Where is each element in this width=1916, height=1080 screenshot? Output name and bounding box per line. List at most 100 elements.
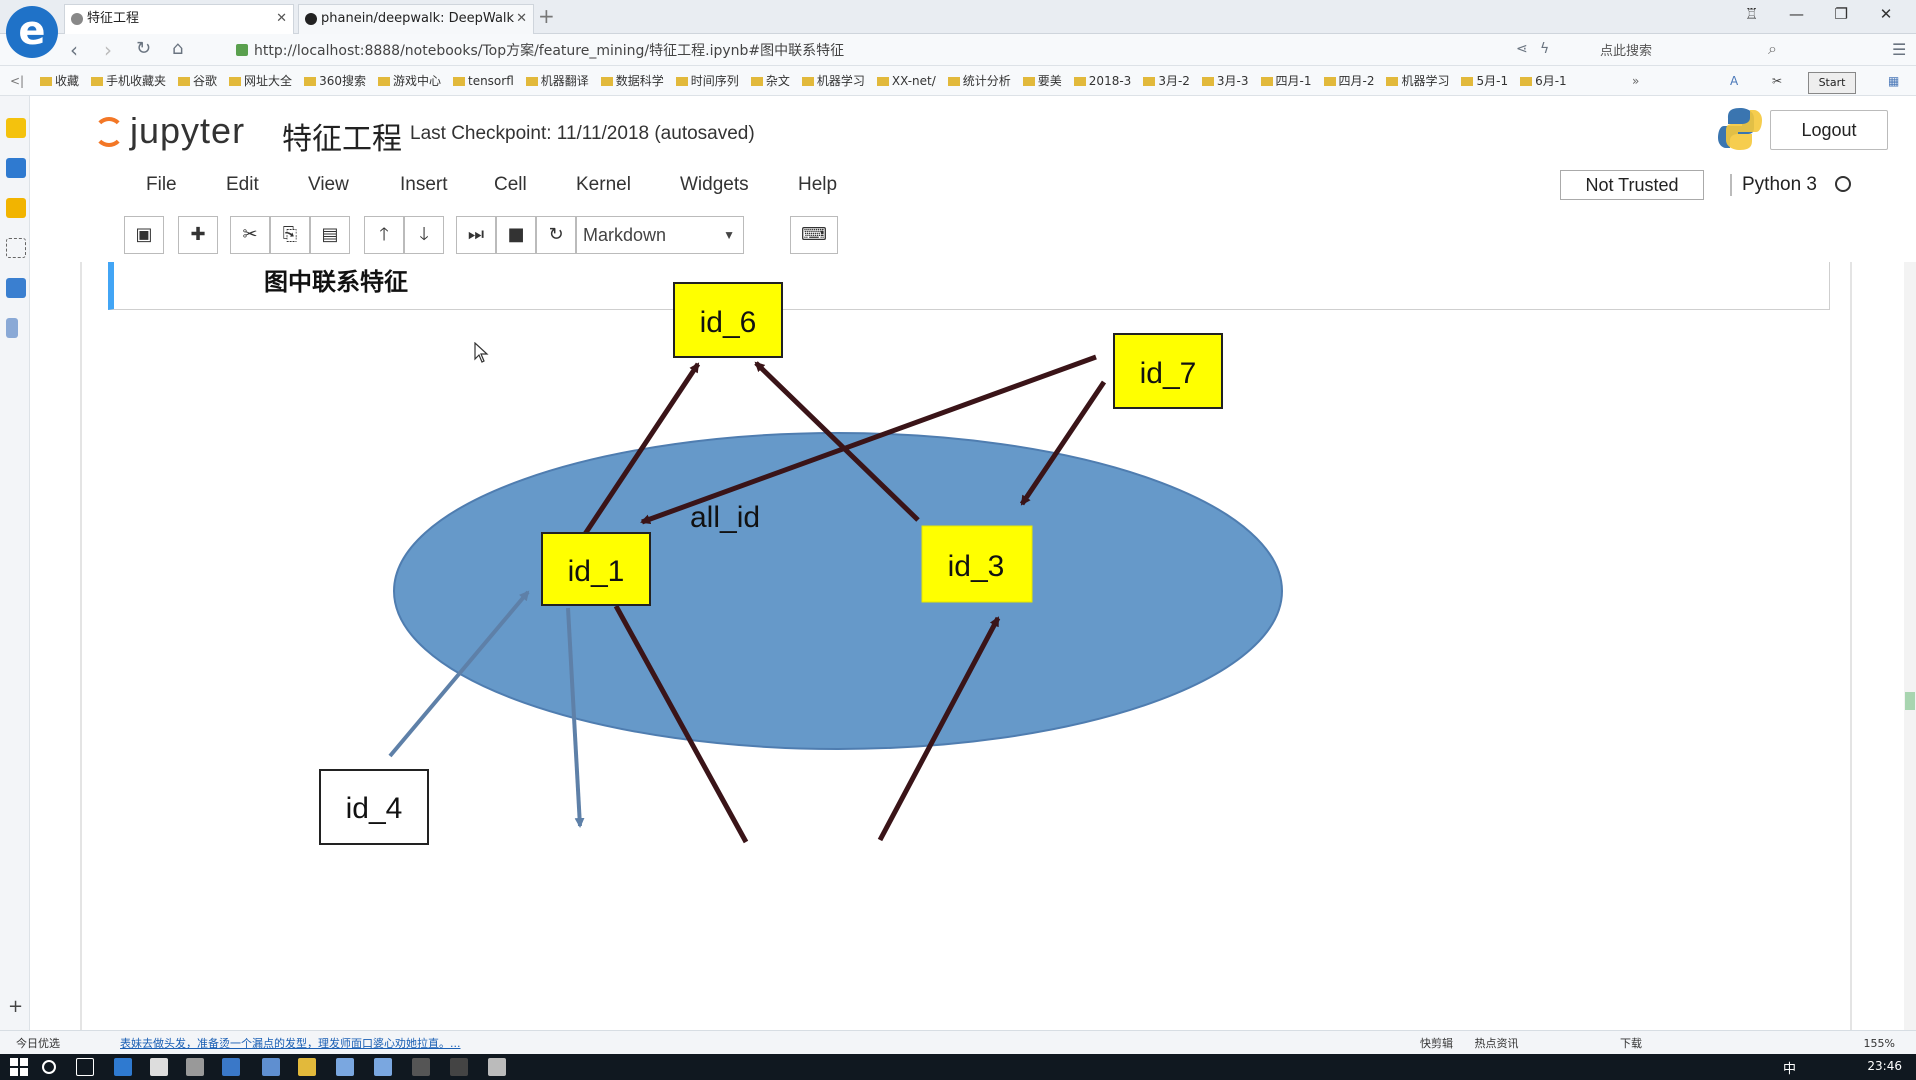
shirt-icon[interactable]: ♖ — [1744, 5, 1759, 23]
sidebar-toggle-icon[interactable]: <| — [10, 74, 25, 88]
status-today-pick[interactable]: 今日优选 — [16, 1037, 60, 1050]
bookmark-item[interactable]: 谷歌 — [178, 66, 217, 95]
app-icon[interactable] — [450, 1058, 468, 1076]
mail-icon[interactable] — [6, 238, 26, 258]
windows-start-icon[interactable] — [10, 1058, 28, 1076]
vertical-scrollbar[interactable] — [1904, 262, 1916, 1040]
menu-cell[interactable]: Cell — [494, 174, 527, 195]
browser-logo-icon[interactable]: e — [6, 6, 58, 58]
reload-icon[interactable]: ↻ — [136, 38, 152, 59]
bookmark-item[interactable]: 3月-3 — [1201, 66, 1249, 95]
move-down-button[interactable]: 🡓 — [404, 216, 444, 254]
bookmark-item[interactable]: 四月-2 — [1323, 66, 1374, 95]
restore-button[interactable]: ❐ — [1834, 5, 1848, 23]
start-button[interactable]: Start — [1808, 72, 1856, 94]
status-hot-news[interactable]: 热点资讯 — [1474, 1037, 1519, 1050]
bookmark-item[interactable]: 360搜索 — [304, 66, 366, 95]
notebook-title[interactable]: 特征工程 — [282, 122, 402, 157]
terminal-icon[interactable] — [412, 1058, 430, 1076]
bookmark-item[interactable]: 时间序列 — [675, 66, 739, 95]
bookmark-item[interactable]: 收藏 — [40, 66, 79, 95]
menu-icon[interactable]: ☰ — [1892, 40, 1907, 59]
restart-button[interactable]: ↻ — [536, 216, 576, 254]
tab-deepwalk[interactable]: phanein/deepwalk: DeepWalk ✕ — [298, 4, 534, 34]
share-icon[interactable]: ⋖ — [1516, 41, 1528, 57]
menu-file[interactable]: File — [146, 174, 177, 195]
bookmark-item[interactable]: 杂文 — [750, 66, 790, 95]
browser-task-icon[interactable] — [262, 1058, 280, 1076]
close-window-button[interactable]: ✕ — [1879, 5, 1893, 23]
app-icon[interactable] — [222, 1058, 240, 1076]
translate-icon[interactable]: A — [1730, 74, 1739, 88]
bookmark-item[interactable]: 游戏中心 — [377, 66, 441, 95]
bookmark-item[interactable]: 统计分析 — [947, 66, 1011, 95]
minimize-button[interactable]: — — [1788, 5, 1804, 23]
news-icon[interactable] — [6, 158, 26, 178]
bookmark-item[interactable]: 网址大全 — [229, 66, 292, 95]
insert-cell-button[interactable]: ✚ — [178, 216, 218, 254]
run-button[interactable]: ⏭ — [456, 216, 496, 254]
menu-insert[interactable]: Insert — [400, 174, 448, 195]
new-tab-button[interactable]: + — [538, 4, 555, 28]
bookmark-item[interactable]: 5月-1 — [1461, 66, 1508, 95]
bookmark-item[interactable]: 机器翻译 — [525, 66, 589, 95]
tools-icon[interactable]: ✂ — [1772, 74, 1783, 88]
window-icon[interactable] — [374, 1058, 392, 1076]
bookmark-item[interactable]: 要美 — [1022, 66, 1062, 95]
status-news-link[interactable]: 表妹去做头发，准备烫一个漏点的发型，理发师面口婆心劝她拉直。... — [120, 1037, 461, 1050]
command-palette-button[interactable]: ⌨ — [790, 216, 838, 254]
search-hint[interactable]: 点此搜索 — [1600, 44, 1653, 59]
menu-widgets[interactable]: Widgets — [680, 174, 749, 195]
save-button[interactable]: ▣ — [124, 216, 164, 254]
menu-help[interactable]: Help — [798, 174, 838, 195]
interrupt-button[interactable]: ■ — [496, 216, 536, 254]
edge-icon[interactable] — [114, 1058, 132, 1076]
status-zoom[interactable]: 155% — [1863, 1037, 1895, 1050]
favorites-icon[interactable] — [6, 118, 26, 138]
url-input[interactable]: http://localhost:8888/notebooks/Top方案/fe… — [236, 40, 1486, 62]
mail-icon[interactable] — [186, 1058, 204, 1076]
close-icon[interactable]: ✕ — [276, 11, 287, 26]
back-icon[interactable]: ‹ — [70, 38, 78, 62]
note-icon[interactable] — [6, 318, 18, 338]
bookmark-item[interactable]: 3月-2 — [1143, 66, 1190, 95]
bookmark-item[interactable]: XX-net/ — [876, 66, 936, 95]
close-icon[interactable]: ✕ — [516, 11, 527, 26]
scrollbar-thumb[interactable] — [1905, 692, 1915, 710]
search-icon[interactable] — [42, 1060, 56, 1074]
tab-notebook[interactable]: 特征工程 ✕ — [64, 4, 294, 34]
bookmark-item[interactable]: 6月-1 — [1520, 66, 1567, 95]
task-view-icon[interactable] — [76, 1058, 94, 1076]
weibo-icon[interactable] — [6, 198, 26, 218]
bookmark-item[interactable]: 四月-1 — [1260, 66, 1312, 95]
search-icon[interactable]: ⌕ — [1768, 39, 1777, 58]
cell-type-select[interactable]: Markdown▼ — [576, 216, 744, 254]
menu-kernel[interactable]: Kernel — [576, 174, 631, 195]
grid-icon[interactable]: ▦ — [1888, 74, 1900, 88]
markdown-cell[interactable] — [108, 262, 1830, 310]
more-bookmarks-icon[interactable]: » — [1632, 74, 1640, 88]
logout-button[interactable]: Logout — [1770, 110, 1888, 150]
menu-edit[interactable]: Edit — [226, 174, 259, 195]
app-icon[interactable] — [488, 1058, 506, 1076]
video-icon[interactable] — [6, 278, 26, 298]
lightning-icon[interactable]: ϟ — [1540, 41, 1550, 57]
copy-button[interactable]: ⎘ — [270, 216, 310, 254]
home-icon[interactable]: ⌂ — [172, 38, 184, 59]
cut-button[interactable]: ✂ — [230, 216, 270, 254]
bookmark-item[interactable]: 机器学习 — [801, 66, 865, 95]
bookmark-item[interactable]: 数据科学 — [600, 66, 664, 95]
jupyter-logo[interactable]: jupyter — [94, 110, 245, 152]
move-up-button[interactable]: 🡑 — [364, 216, 404, 254]
store-icon[interactable] — [150, 1058, 168, 1076]
ime-indicator[interactable]: 中 — [1782, 1062, 1796, 1077]
status-download[interactable]: 下载 — [1620, 1037, 1642, 1050]
bookmark-item[interactable]: tensorfl — [452, 66, 514, 95]
bookmark-item[interactable]: 2018-3 — [1073, 66, 1131, 95]
explorer-icon[interactable] — [298, 1058, 316, 1076]
paste-button[interactable]: ▤ — [310, 216, 350, 254]
bookmark-item[interactable]: 机器学习 — [1386, 66, 1449, 95]
trust-status-button[interactable]: Not Trusted — [1560, 170, 1704, 200]
taskbar-clock[interactable]: 23:46 — [1867, 1059, 1902, 1073]
status-quick-clip[interactable]: 快剪辑 — [1420, 1037, 1453, 1050]
